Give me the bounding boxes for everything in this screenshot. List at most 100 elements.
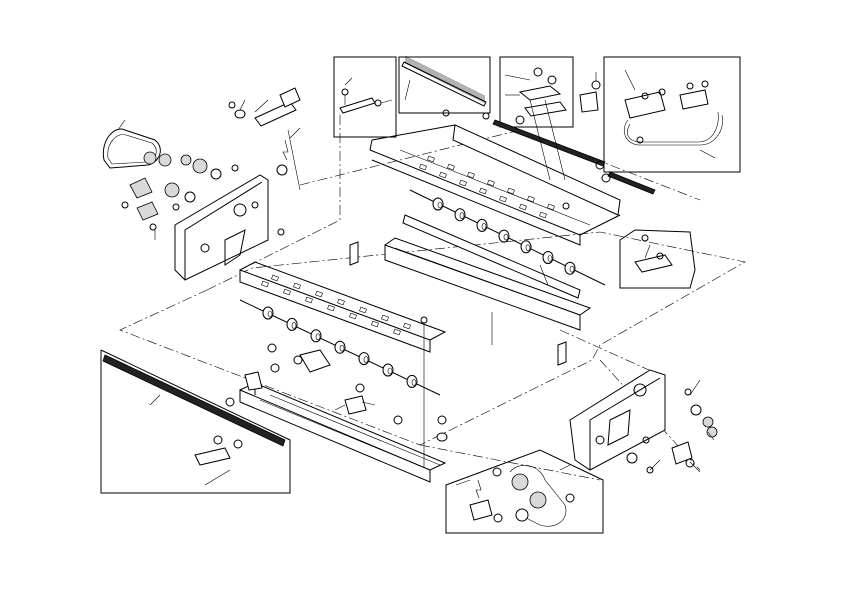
tray-slot [487, 179, 495, 187]
screw-icon [228, 101, 236, 109]
spring-icon [475, 479, 482, 499]
tray-slot [439, 171, 447, 179]
tray-slot [419, 163, 427, 171]
screw-icon [701, 80, 709, 88]
tray-slot [527, 195, 535, 203]
bearing-icon [210, 168, 222, 180]
gear-icon [706, 426, 718, 438]
screw-icon [437, 415, 447, 425]
screw-icon [646, 466, 654, 474]
screw-icon [442, 109, 450, 117]
bracket-icon [254, 101, 297, 127]
screw-icon [601, 173, 611, 183]
screw-icon [595, 160, 605, 170]
roller-hub [569, 265, 575, 273]
tray-slot [539, 211, 547, 219]
tray-slot [283, 288, 291, 296]
screw-icon [267, 343, 277, 353]
roller-hub [315, 333, 321, 341]
screw-icon [213, 435, 223, 445]
screw-icon [492, 467, 502, 477]
tray-slot [315, 290, 323, 298]
screw-icon [393, 415, 403, 425]
tray-slot [381, 314, 389, 322]
screw-icon [482, 112, 490, 120]
lower-base-frame [225, 343, 448, 483]
gear-icon [143, 151, 157, 165]
roller-hub [291, 322, 297, 329]
glass-guide-plate [384, 237, 592, 345]
screw-icon [341, 88, 349, 96]
inset-box-comb-strip [398, 56, 491, 114]
gear-icon [529, 491, 547, 509]
lower-roller-shaft [239, 299, 441, 470]
screw-icon [642, 436, 650, 444]
bearing-icon [234, 109, 246, 119]
tray-slot [499, 195, 507, 203]
screw-icon [172, 203, 180, 211]
screw-icon [562, 202, 570, 210]
roller-hub [411, 379, 417, 386]
roller-hub [459, 212, 465, 219]
screw-icon [658, 88, 666, 96]
tray-slot [447, 163, 455, 171]
bracket-icon [518, 85, 562, 101]
bearing-icon [690, 404, 702, 416]
screw-icon [374, 99, 382, 107]
gear-icon [164, 182, 180, 198]
roller-hub [481, 223, 487, 230]
upper-roller-shaft [402, 189, 606, 299]
tray-slot [305, 296, 313, 304]
roller-hub [503, 233, 509, 241]
screw-icon [149, 223, 157, 231]
inset-box-bracket [333, 56, 397, 138]
right-side-plate [569, 369, 718, 474]
screw-icon [684, 388, 692, 396]
tray-slot [507, 187, 515, 195]
screw-icon [641, 234, 649, 242]
roller-icon [515, 508, 529, 522]
harness-icon [624, 114, 723, 146]
middle-tray [239, 261, 447, 353]
screw-icon [591, 80, 601, 90]
bracket-icon [469, 499, 493, 521]
bracket-icon [194, 447, 231, 466]
gear-icon [192, 158, 208, 174]
roller-hub [339, 344, 345, 352]
inset-box-sensor-harness [603, 56, 741, 173]
left-side-plate [102, 128, 285, 281]
tray-slot [519, 203, 527, 211]
tray-slot [479, 187, 487, 195]
upper-right-strips [492, 115, 656, 195]
spring-icon [282, 139, 289, 161]
inset-box-lower-strip [100, 349, 291, 494]
upper-guide-tray [369, 99, 621, 246]
roller-hub [525, 244, 531, 252]
screw-icon [231, 164, 239, 172]
tray-slot [459, 179, 467, 187]
screw-icon [420, 316, 428, 324]
leader-lines [117, 99, 715, 486]
tray-slot [261, 280, 269, 288]
roller-hub [437, 201, 443, 209]
bracket-icon [299, 349, 331, 373]
inset-box-drive [445, 449, 604, 534]
tray-slot [371, 320, 379, 328]
screw-icon [547, 75, 557, 85]
screw-icon [565, 493, 575, 503]
screw-icon [355, 383, 365, 393]
roller-hub [267, 310, 273, 318]
tray-slot [467, 171, 475, 179]
screw-icon [686, 82, 694, 90]
screw-icon [233, 439, 243, 449]
inset-box-holder [499, 56, 574, 128]
screw-icon [515, 115, 525, 125]
glass-clip-right [557, 341, 567, 366]
tray-slot [403, 322, 411, 330]
tray-slot [337, 298, 345, 306]
tray-slot [327, 304, 335, 312]
bearing-icon [436, 432, 448, 442]
screw-icon [277, 228, 285, 236]
tray-slot [271, 274, 279, 282]
